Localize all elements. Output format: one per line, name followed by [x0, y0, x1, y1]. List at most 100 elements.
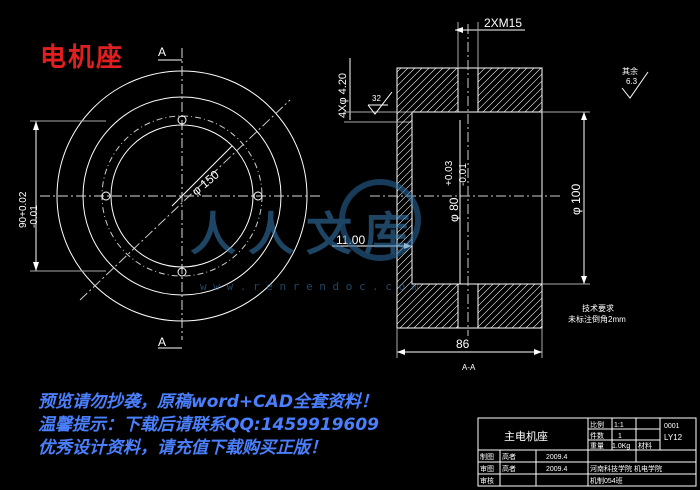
hatch-line — [577, 60, 700, 340]
hatch-line — [87, 60, 367, 340]
hatch-line — [478, 68, 542, 112]
hatch-line — [689, 60, 700, 340]
hatch-line — [478, 68, 542, 112]
hatch-line — [412, 284, 458, 328]
hatch-line — [479, 60, 700, 340]
hatch-line — [429, 284, 458, 328]
hatch-line — [478, 284, 542, 328]
hatch-line — [506, 284, 542, 328]
arrow-icon — [455, 27, 463, 33]
hatch-line — [668, 60, 700, 340]
hatch-line — [696, 60, 700, 340]
bolt-hole-right — [253, 191, 263, 201]
hatch-line — [626, 60, 700, 340]
hatch-line — [520, 68, 542, 112]
hatch-line — [478, 68, 529, 112]
hatch-line — [598, 60, 700, 340]
hatch-line — [675, 60, 700, 340]
hatch-line — [397, 68, 458, 328]
tb-scale-value: 1:1 — [614, 422, 624, 429]
section-hatch — [80, 60, 700, 340]
hatch-line — [527, 284, 542, 328]
hatch-line — [412, 284, 458, 328]
roughness-other-label: 其余 — [622, 66, 638, 76]
width-dim-text: 86 — [456, 337, 470, 351]
hatch-line — [542, 60, 700, 340]
hatch-line — [80, 60, 360, 340]
hatch-line — [129, 60, 409, 340]
hatch-line — [640, 60, 700, 340]
title-block-frame — [477, 417, 697, 487]
tech-req-line: 未标注倒角2mm — [568, 314, 626, 324]
hatch-line — [647, 60, 700, 340]
hatch-line — [626, 60, 700, 340]
hatch-line — [397, 68, 431, 328]
hatch-line — [397, 68, 458, 328]
hatch-line — [397, 68, 410, 328]
diagonal-centerline — [79, 99, 291, 301]
hatch-line — [397, 68, 458, 328]
roughness-32-text: 32 — [372, 94, 381, 103]
hatch-line — [157, 60, 437, 340]
tb-drawing-no: 0001 — [664, 423, 680, 430]
notice-line-3: 优秀设计资料，请充值下载购买正版！ — [38, 438, 327, 458]
hatch-line — [478, 284, 542, 328]
section-mark-bottom: A — [158, 335, 166, 349]
bore-tol-upper-text: +0.03 — [444, 160, 455, 186]
notice-line-2: 温馨提示：下载后请联系QQ:1459919609 — [38, 415, 379, 435]
hatch-line — [668, 60, 700, 340]
tb-drawn-date: 2009.4 — [546, 454, 568, 461]
title-block — [477, 417, 697, 487]
hatch-line — [591, 60, 700, 340]
hatch-line — [429, 68, 458, 328]
hatch-line — [397, 68, 458, 328]
bore-dia-text: φ 80 — [447, 197, 461, 222]
hatch-line — [478, 68, 542, 112]
tb-material-value: LY12 — [664, 433, 683, 442]
hatch-line — [478, 68, 542, 112]
bore-tol-lower-text: -0.01 — [458, 163, 469, 186]
tb-approve-label: 审核 — [480, 476, 494, 485]
hatch-line — [654, 60, 700, 340]
hatch-line — [696, 60, 700, 340]
hatch-line — [640, 60, 700, 340]
hatch-line — [397, 68, 458, 328]
hatch-line — [682, 60, 700, 340]
tb-scale-label: 比例 — [590, 420, 604, 429]
roughness-symbol — [367, 91, 393, 115]
hole-dim-text: 4Xφ 4.20 — [337, 73, 349, 118]
tb-check-label: 审图 — [480, 464, 494, 473]
hatch-line — [633, 60, 700, 340]
hatch-line — [492, 284, 542, 328]
hatch-group — [129, 60, 700, 340]
hatch-line — [598, 60, 700, 340]
hatch-line — [534, 284, 542, 328]
hatch-line — [521, 60, 700, 340]
hatch-line — [500, 60, 700, 340]
hatch-line — [129, 60, 409, 340]
hatch-line — [619, 60, 700, 340]
hatch-line — [397, 68, 438, 328]
hatch-line — [478, 68, 508, 112]
hatch-line — [412, 284, 458, 328]
hatch-line — [129, 60, 409, 340]
hatch-line — [577, 60, 700, 340]
hatch-line — [397, 68, 458, 328]
hatch-line — [397, 68, 452, 328]
hatch-line — [412, 284, 458, 328]
hatch-line — [478, 68, 542, 112]
tb-count-value: 1 — [618, 433, 622, 440]
hatch-line — [397, 68, 458, 328]
hatch-line — [598, 60, 700, 340]
hatch-line — [397, 68, 458, 328]
watermark-url: w w w . r e n r e n d o c . c o m — [200, 280, 419, 293]
hatch-line — [479, 60, 700, 340]
tech-req-heading: 技术要求 — [582, 303, 614, 313]
hatch-line — [528, 60, 700, 340]
hatch-line — [534, 68, 542, 112]
hatch-line — [584, 60, 700, 340]
hatch-line — [520, 284, 542, 328]
hatch-line — [675, 60, 700, 340]
thread-dim-text: 2XM15 — [484, 16, 522, 30]
tb-check-date: 2009.4 — [546, 466, 568, 473]
